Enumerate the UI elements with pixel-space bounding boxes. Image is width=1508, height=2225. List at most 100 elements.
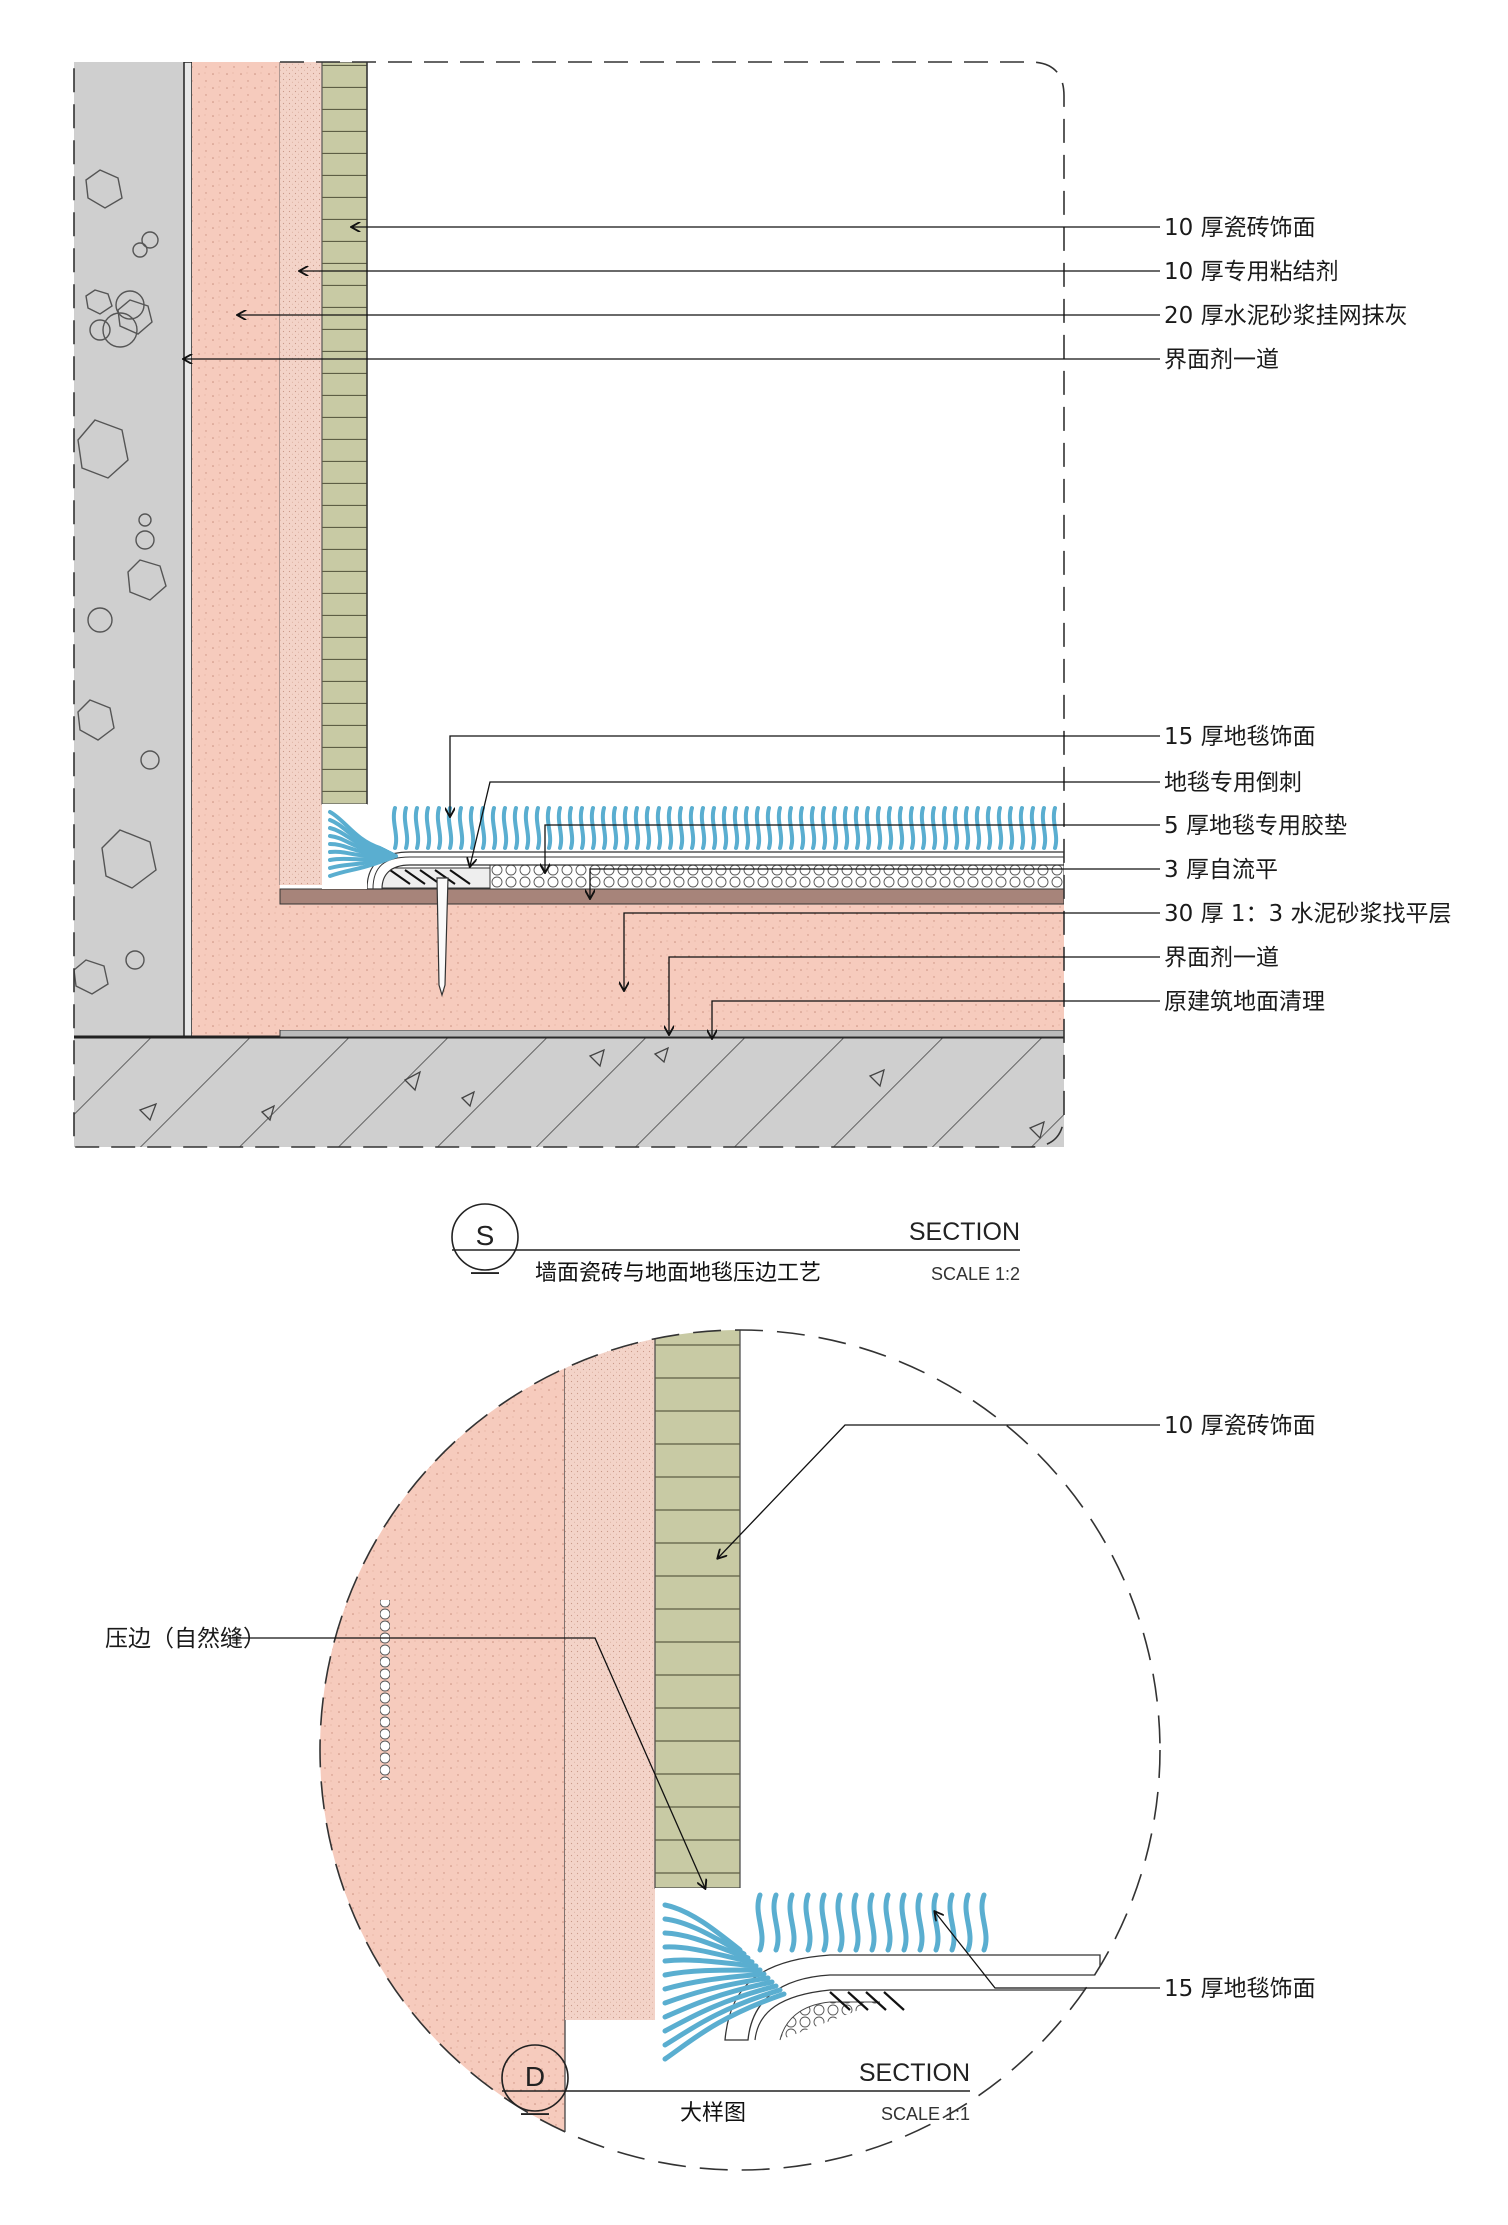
carpet-fiber	[864, 806, 872, 850]
carpet-fiber	[809, 806, 817, 850]
carpet-fiber	[424, 806, 432, 850]
label-wall-interface: 界面剂一道	[1164, 347, 1279, 373]
wall-leaders	[184, 227, 1160, 359]
carpet-fiber	[501, 806, 509, 850]
aggregate-pattern	[74, 169, 167, 995]
carpet-fiber	[952, 806, 960, 850]
section-sub: —	[471, 1255, 499, 1286]
carpet-fiber	[578, 806, 586, 850]
label-enlarged-carpet: 15 厚地毯饰面	[1164, 1976, 1316, 2002]
carpet-fiber	[963, 1892, 973, 1953]
carpet-fiber	[979, 1892, 989, 1953]
detail-sub: —	[521, 2096, 549, 2127]
carpet-fiber	[328, 854, 398, 878]
carpet-fiber	[963, 806, 971, 850]
carpet-fiber	[633, 806, 641, 850]
floor-label-group: 15 厚地毯饰面 地毯专用倒刺 5 厚地毯专用胶垫 3 厚自流平 30 厚 1：…	[1164, 724, 1451, 1015]
carpet-fiber	[915, 1892, 925, 1953]
carpet-fiber	[835, 1892, 845, 1953]
carpet-fiber	[512, 806, 520, 850]
label-edge-joint: 压边（自然缝）	[105, 1626, 266, 1652]
carpet-fiber	[662, 1916, 747, 1957]
carpet-fiber	[589, 806, 597, 850]
carpet-fiber	[699, 806, 707, 850]
carpet-fiber	[328, 842, 390, 855]
carpet-fiber	[985, 806, 993, 850]
carpet-fiber	[908, 806, 916, 850]
top-section-detail: 10 厚瓷砖饰面 10 厚专用粘结剂 20 厚水泥砂浆挂网抹灰 界面剂一道 15…	[73, 61, 1451, 1286]
carpet-fiber	[776, 806, 784, 850]
carpet-fiber	[413, 806, 421, 850]
carpet-fiber	[545, 806, 553, 850]
label-self-leveling: 3 厚自流平	[1164, 857, 1278, 883]
carpet-fiber	[755, 1892, 765, 1953]
carpet-fiber	[435, 806, 443, 850]
detail-scale: SCALE 1:1	[881, 2104, 970, 2124]
carpet-fiber	[930, 806, 938, 850]
carpet-fiber	[721, 806, 729, 850]
carpet-fiber	[1040, 806, 1048, 850]
carpet-fiber	[853, 806, 861, 850]
carpet-fiber	[974, 806, 982, 850]
carpet-fiber	[662, 1983, 779, 2034]
carpet-fiber	[556, 806, 564, 850]
label-gripper: 地毯专用倒刺	[1164, 770, 1302, 796]
carpet-fiber	[875, 806, 883, 850]
label-enlarged-tile: 10 厚瓷砖饰面	[1164, 1413, 1316, 1439]
carpet-fiber	[662, 1991, 787, 2062]
section-scale: SCALE 1:2	[931, 1264, 1020, 1284]
section-symbol	[451, 1203, 519, 1271]
carpet-fiber	[819, 1892, 829, 1953]
carpet-fiber	[851, 1892, 861, 1953]
carpet-fiber	[996, 806, 1004, 850]
detail-boundary	[73, 61, 1065, 1148]
carpet-fiber	[468, 806, 476, 850]
carpet-fiber	[899, 1892, 909, 1953]
carpet-fiber	[328, 853, 396, 870]
carpet-fiber	[771, 1892, 781, 1953]
enlarged-carpet-pile	[662, 1892, 989, 2062]
carpet-fiber	[1029, 806, 1037, 850]
carpet-fiber	[842, 806, 850, 850]
enlarged-boundary-circle	[319, 1329, 1161, 2171]
carpet-fiber	[743, 806, 751, 850]
carpet-fiber	[662, 1971, 767, 1992]
carpet-fiber	[765, 806, 773, 850]
carpet-pile	[391, 806, 1059, 850]
carpet-fiber	[710, 806, 718, 850]
carpet-fiber	[328, 849, 392, 858]
carpet-fiber	[897, 806, 905, 850]
carpet-fiber	[534, 806, 542, 850]
carpet-fiber	[820, 806, 828, 850]
carpet-fiber	[798, 806, 806, 850]
carpet-fiber	[490, 806, 498, 850]
carpet-fiber	[662, 1902, 743, 1953]
wall-label-group: 10 厚瓷砖饰面 10 厚专用粘结剂 20 厚水泥砂浆挂网抹灰 界面剂一道	[1164, 215, 1408, 373]
carpet-fiber	[328, 852, 394, 862]
carpet-fiber	[662, 1957, 759, 1969]
detail-letter: D	[525, 2061, 545, 2092]
carpet-fiber	[662, 1979, 775, 2020]
carpet-fiber	[831, 806, 839, 850]
concrete-wall	[74, 62, 184, 1037]
wall-interface-layer	[183, 62, 193, 1038]
title-block-section-d: D — SECTION 大样图 SCALE 1:1	[501, 2044, 970, 2127]
label-underlay: 5 厚地毯专用胶垫	[1164, 813, 1347, 839]
enlarged-leaders	[228, 1424, 1160, 1989]
carpet-fiber	[803, 1892, 813, 1953]
carpet-fiber	[867, 1892, 877, 1953]
label-wall-adhesive: 10 厚专用粘结剂	[1164, 259, 1339, 285]
carpet-fiber	[1007, 806, 1015, 850]
carpet-fiber	[732, 806, 740, 850]
self-leveling-layer	[279, 888, 1064, 905]
carpet-fiber	[919, 806, 927, 850]
carpet-fiber	[611, 806, 619, 850]
carpet-fiber	[1051, 806, 1059, 850]
carpet-fiber	[402, 806, 410, 850]
carpet-fiber	[391, 806, 399, 850]
carpet-fiber	[688, 806, 696, 850]
carpet-fiber	[754, 806, 762, 850]
carpet-fiber	[787, 806, 795, 850]
carpet-fiber	[947, 1892, 957, 1953]
carpet-fiber	[1018, 806, 1026, 850]
